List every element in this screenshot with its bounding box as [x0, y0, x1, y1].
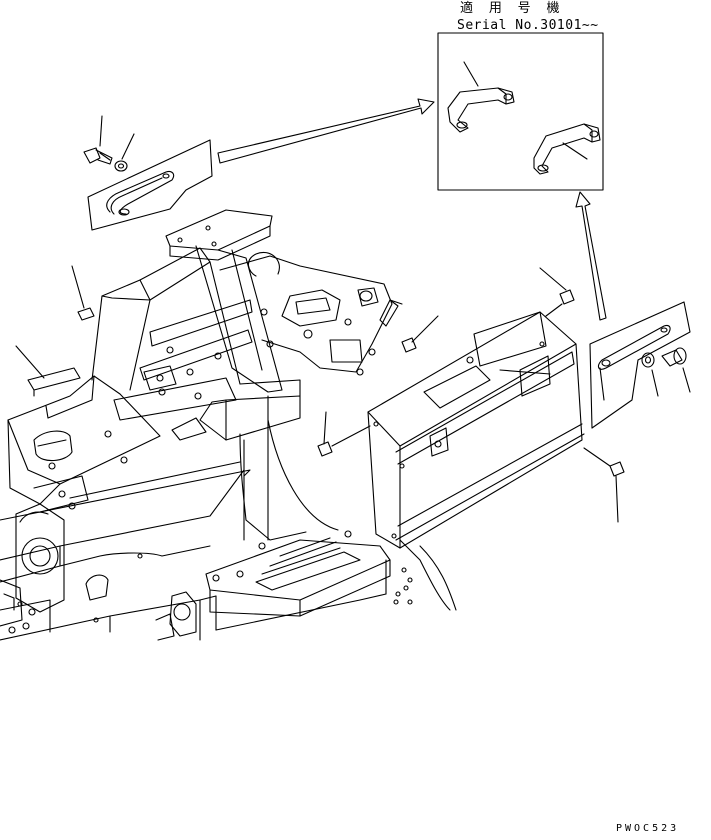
bolt-icon	[84, 148, 112, 164]
serial-number-label: Serial No.30101~~	[457, 18, 599, 33]
arrow-to-inset	[218, 99, 434, 163]
bolt-icon	[318, 442, 332, 456]
step-assembly	[156, 531, 390, 640]
bolt-icon	[78, 308, 94, 320]
arrow-up-to-inset	[576, 192, 606, 320]
grab-handle-variant-upper	[448, 88, 514, 132]
drawing-code: PWOC523	[616, 823, 680, 834]
left-cover-assembly	[8, 266, 160, 504]
right-handle-detail	[590, 302, 690, 428]
left-handle-detail	[84, 116, 212, 230]
bolt-icon	[610, 462, 624, 476]
right-cover-box	[368, 312, 584, 604]
fasteners-and-leaders	[318, 268, 624, 522]
bolt-icon	[402, 338, 416, 352]
main-frame-structure	[92, 210, 392, 440]
grab-handle-variant-lower	[534, 124, 600, 174]
pivot-bracket	[0, 476, 108, 626]
washer-icon	[115, 161, 127, 171]
inset-variant-box	[438, 33, 603, 190]
bolt-icon	[662, 348, 686, 366]
applicable-serial-title: 適 用 号 機	[460, 1, 564, 16]
washer-icon	[642, 353, 654, 367]
bolt-icon	[560, 290, 574, 304]
